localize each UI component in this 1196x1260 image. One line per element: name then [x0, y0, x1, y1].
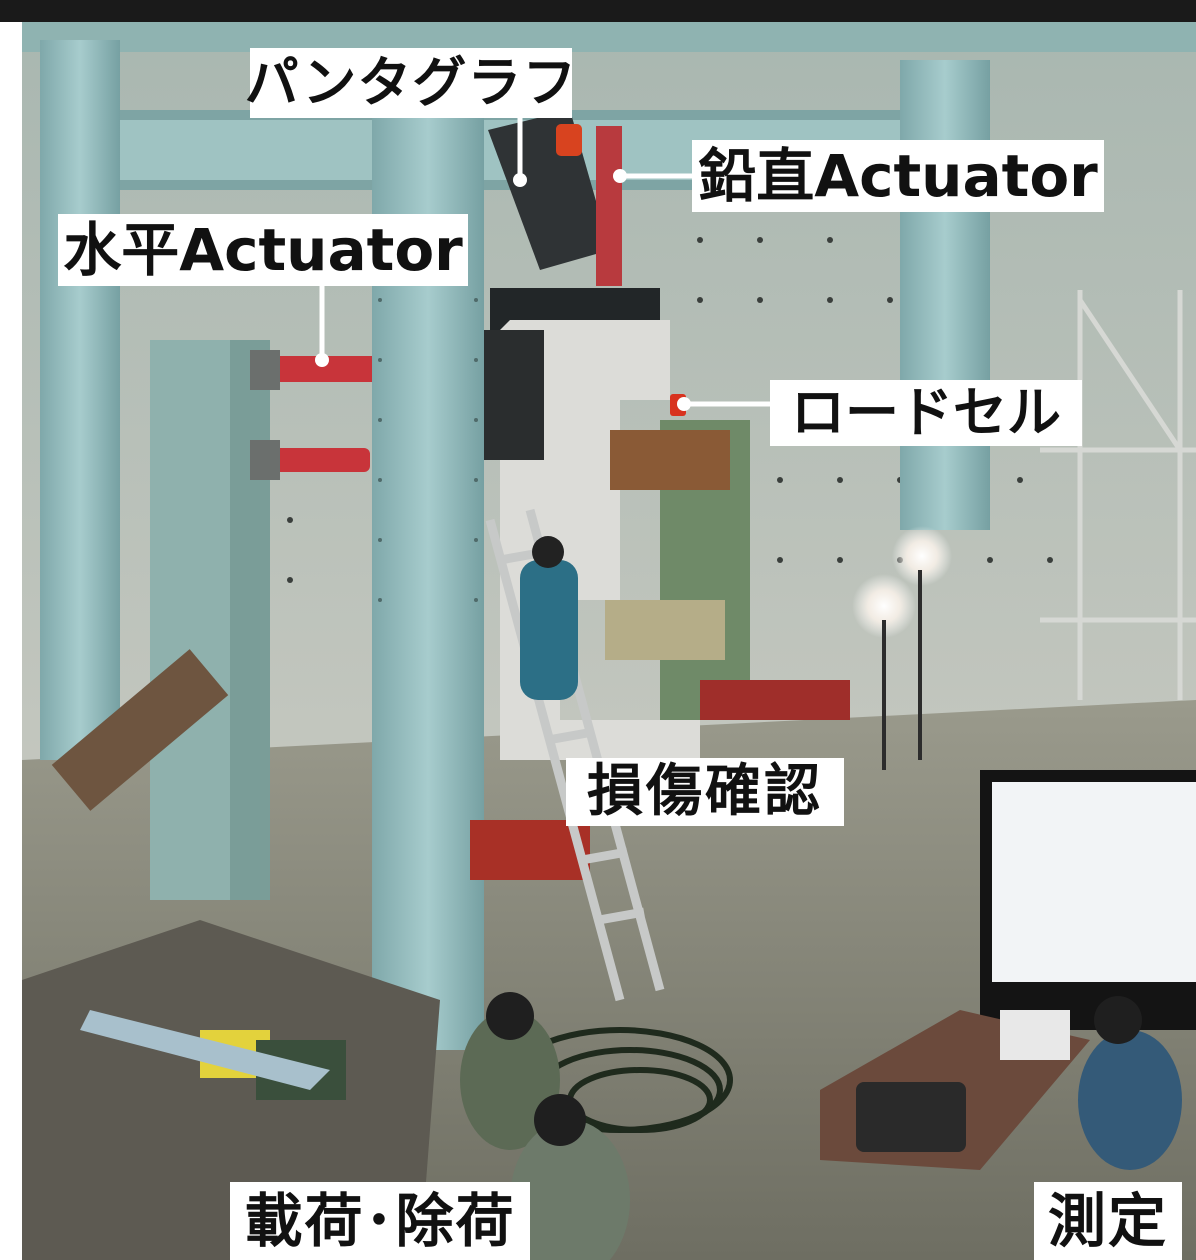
worker-measuring [1078, 1030, 1182, 1170]
work-light-lower [852, 574, 916, 638]
worker-on-ladder [520, 560, 578, 700]
work-light-upper [892, 526, 952, 586]
left-workbench [22, 920, 440, 1260]
horizontal-actuator-upper [260, 356, 380, 382]
monitor-screen [992, 782, 1196, 982]
label-horizontal-actuator: 水平Actuator [58, 214, 468, 286]
label-vertical-actuator: 鉛直Actuator [692, 140, 1104, 212]
top-border-bar [0, 0, 1196, 22]
vertical-actuator [596, 126, 622, 286]
label-damage-check: 損傷確認 [566, 758, 844, 826]
worker-kneeling-2 [510, 1120, 630, 1260]
base-block [700, 680, 850, 720]
label-measurement: 測定 [1034, 1182, 1182, 1260]
right-frame-column [900, 60, 990, 530]
leader-lines [319, 118, 770, 407]
label-pantograph: パンタグラフ [245, 48, 576, 118]
right-scaffold [1040, 290, 1196, 700]
label-loading-unloading: 載荷･除荷 [230, 1182, 530, 1260]
left-frame-column [40, 40, 120, 760]
printer [856, 1082, 966, 1152]
label-load-cell: ロードセル [770, 380, 1082, 446]
horizontal-actuator-lower [260, 448, 370, 472]
